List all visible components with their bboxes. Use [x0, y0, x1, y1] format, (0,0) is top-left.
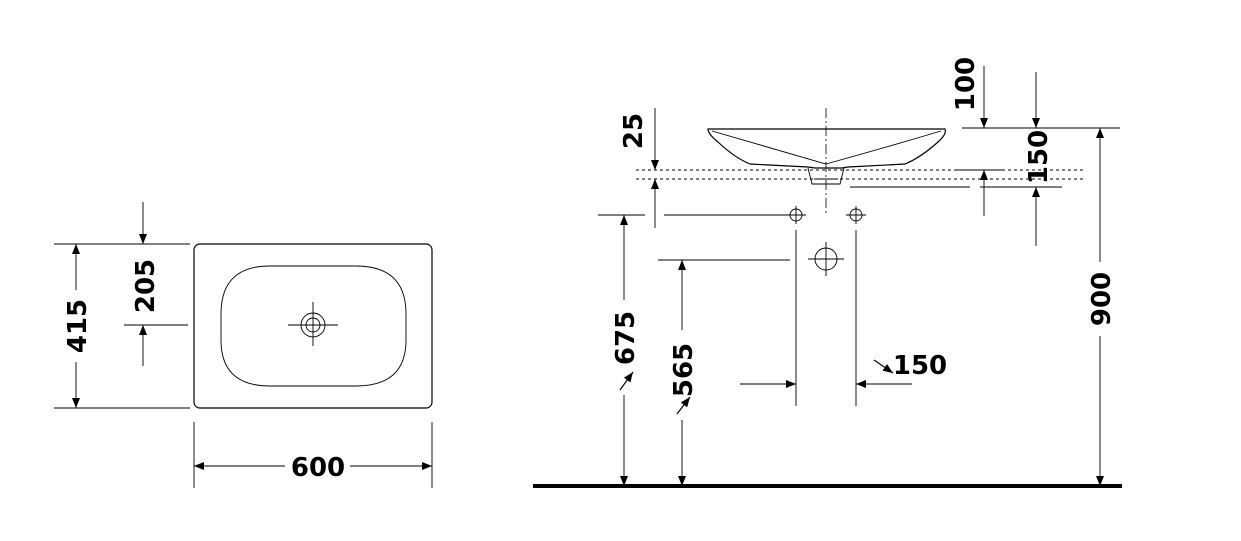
- tap-height-dimension: 675: [611, 311, 641, 365]
- bowl-inner-line: [711, 130, 942, 165]
- depth-dimension: 415: [63, 299, 93, 353]
- tap-hole-right: [846, 206, 866, 224]
- bowl-outline-top: [220, 265, 407, 387]
- drain-symbol-top: [288, 302, 338, 346]
- pointer-arrow: [619, 371, 634, 391]
- width-dimension: 600: [291, 453, 345, 483]
- pointer-arrow: [676, 396, 691, 415]
- plan-view: 600 415 205: [54, 202, 433, 488]
- tap-spacing-dimension: 150: [893, 351, 947, 381]
- bowl-height-dimension: 150: [1024, 130, 1054, 184]
- rim-thickness-dimension: 25: [619, 113, 649, 149]
- top-offset-dimension: 100: [951, 57, 981, 111]
- basin-outline-top: [193, 243, 433, 409]
- rim-height-dimension: 900: [1087, 272, 1117, 326]
- drain-offset-dimension: 205: [131, 259, 161, 313]
- waste-connection: [808, 242, 844, 276]
- basin-profile: [707, 128, 946, 169]
- tap-hole-left: [786, 206, 806, 224]
- pointer-arrow: [873, 359, 894, 374]
- waste-height-dimension: 565: [669, 343, 699, 397]
- side-view: 150 675 565 25 100 150 900: [533, 57, 1122, 488]
